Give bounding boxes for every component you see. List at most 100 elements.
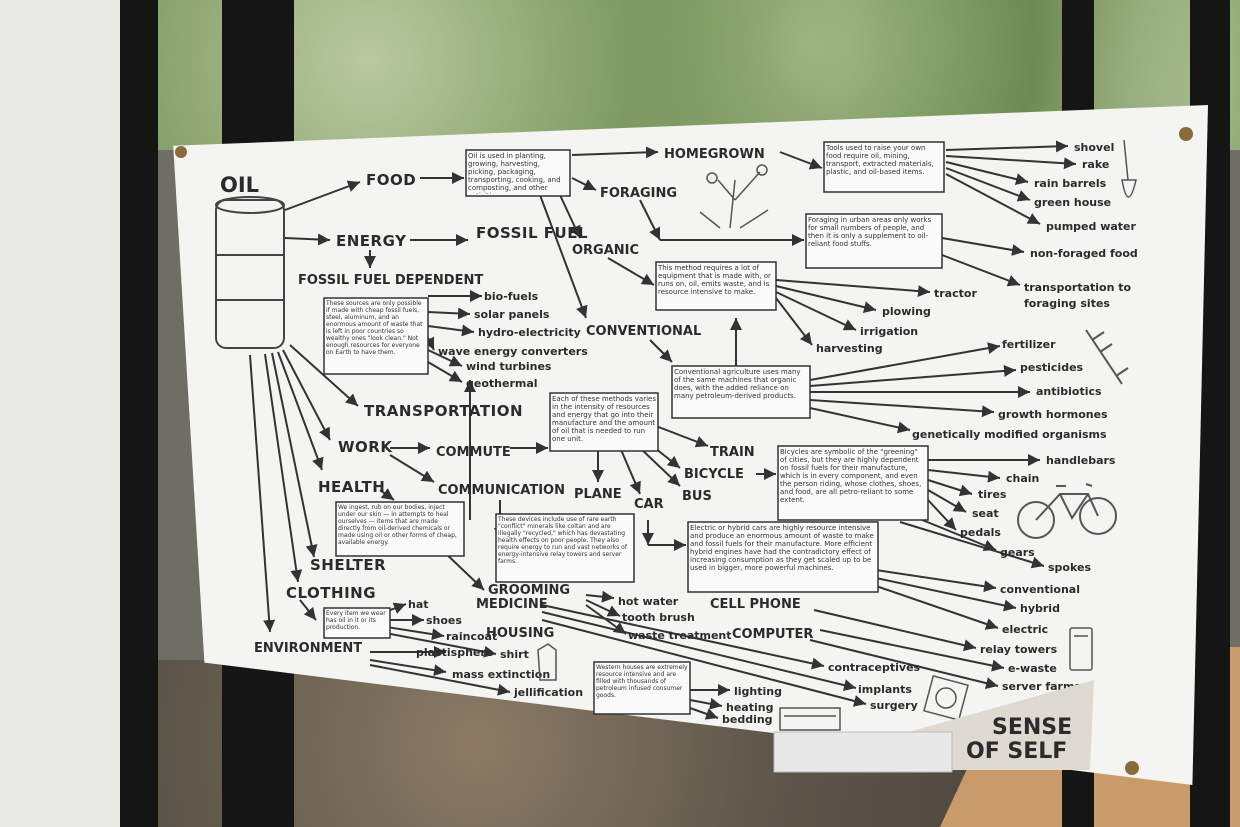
node-fossil-fuel: FOSSIL FUEL xyxy=(476,224,588,242)
of-self-label: OF SELF xyxy=(966,739,1067,764)
node-homegrown: HOMEGROWN xyxy=(664,147,765,162)
note-housing: Western houses are extremely resource in… xyxy=(596,664,688,699)
item-waste-treatment: waste treatment xyxy=(628,629,732,642)
item-irrigation: irrigation xyxy=(860,325,918,338)
node-car: CAR xyxy=(634,497,664,512)
item-fertilizer: fertilizer xyxy=(1002,338,1056,351)
item-shoes: shoes xyxy=(426,614,462,627)
item-surgery: surgery xyxy=(870,699,918,712)
note-organic: This method requires a lot of equipment … xyxy=(658,264,771,296)
item-rake: rake xyxy=(1082,158,1109,171)
fan-arrows xyxy=(379,140,1077,707)
note-food: Oil is used in planting, growing, harves… xyxy=(468,152,561,194)
item-hybrid: hybrid xyxy=(1020,602,1060,615)
bicycle-icon xyxy=(1017,483,1117,539)
node-organic: ORGANIC xyxy=(572,243,639,258)
item-conventional-car: conventional xyxy=(1000,583,1080,596)
item-tractor: tractor xyxy=(934,287,977,300)
item-tires: tires xyxy=(978,488,1007,501)
node-bus: BUS xyxy=(682,489,712,504)
item-rain-barrels: rain barrels xyxy=(1034,177,1107,190)
item-hat: hat xyxy=(408,598,429,611)
item-contraceptives: contraceptives xyxy=(828,661,921,674)
sense-label: SENSE xyxy=(992,715,1072,740)
node-communication: COMMUNICATION xyxy=(438,483,565,498)
item-pumped-water: pumped water xyxy=(1046,220,1137,233)
node-fossil-fuel-dependent: FOSSIL FUEL DEPENDENT xyxy=(298,273,483,288)
item-pesticides: pesticides xyxy=(1020,361,1084,374)
item-growth-hormones: growth hormones xyxy=(998,408,1108,421)
note-homegrown: Tools used to raise your own food requir… xyxy=(826,144,934,176)
node-work: WORK xyxy=(338,438,393,456)
item-harvesting: harvesting xyxy=(816,342,883,355)
note-communication: These devices include use of rare earth … xyxy=(498,516,627,565)
node-grooming: GROOMING xyxy=(488,583,570,598)
item-shovel: shovel xyxy=(1074,141,1114,154)
syringe-icon xyxy=(1085,329,1129,385)
note-car: Electric or hybrid cars are highly resou… xyxy=(690,524,874,572)
note-conventional: Conventional agriculture uses many of th… xyxy=(674,368,801,400)
note-clothing: Every item we wear has oil in it or its … xyxy=(326,610,386,631)
note-transportation: Each of these methods varies in the inte… xyxy=(552,395,656,443)
item-jellification: jellification xyxy=(513,686,583,699)
item-wave-energy: wave energy converters xyxy=(438,345,588,358)
item-antibiotics: antibiotics xyxy=(1036,385,1102,398)
node-environment: ENVIRONMENT xyxy=(254,641,362,656)
node-commute: COMMUTE xyxy=(436,445,511,460)
plant-icon xyxy=(699,164,769,229)
item-gears: gears xyxy=(1000,546,1035,559)
node-train: TRAIN xyxy=(710,445,755,460)
item-tooth-brush: tooth brush xyxy=(622,611,695,624)
item-handlebars: handlebars xyxy=(1046,454,1116,467)
item-spokes: spokes xyxy=(1048,561,1091,574)
frame-pole-left xyxy=(120,0,158,827)
node-food: FOOD xyxy=(366,171,416,189)
node-bicycle: BICYCLE xyxy=(684,467,744,482)
item-wind-turbines: wind turbines xyxy=(466,360,552,373)
item-geothermal: geothermal xyxy=(466,377,538,390)
item-foraging-sites: foraging sites xyxy=(1024,297,1110,310)
item-electric: electric xyxy=(1002,623,1048,636)
item-shirt: shirt xyxy=(500,648,529,661)
node-housing: HOUSING xyxy=(486,626,554,641)
item-plastisphere: plastisphere xyxy=(416,646,493,659)
item-bio-fuels: bio-fuels xyxy=(484,290,539,303)
node-transportation: TRANSPORTATION xyxy=(364,402,523,420)
item-hydro-electricity: hydro-electricity xyxy=(478,326,581,339)
condom-icon xyxy=(923,675,969,721)
item-solar-panels: solar panels xyxy=(474,308,550,321)
arrows xyxy=(249,146,823,720)
sticker-label xyxy=(773,731,953,773)
title-oil: OIL xyxy=(220,173,259,197)
item-heating: heating xyxy=(726,701,773,714)
banner-grommet-icon xyxy=(1179,127,1193,141)
note-energy: These sources are only possible if made … xyxy=(326,300,423,356)
bed-icon xyxy=(779,707,841,731)
node-plane: PLANE xyxy=(574,487,622,502)
item-hot-water: hot water xyxy=(618,595,679,608)
node-clothing: CLOTHING xyxy=(286,584,376,602)
item-seat: seat xyxy=(972,507,999,520)
oil-barrel-icon xyxy=(215,196,285,349)
banner-grommet-icon xyxy=(1125,761,1139,775)
shovel-icon xyxy=(1121,139,1137,198)
item-non-foraged-food: non-foraged food xyxy=(1030,247,1138,260)
node-energy: ENERGY xyxy=(336,232,407,250)
node-shelter: SHELTER xyxy=(310,556,386,574)
item-lighting: lighting xyxy=(734,685,782,698)
item-bedding: bedding xyxy=(722,713,773,726)
node-computer: COMPUTER xyxy=(732,627,813,642)
note-foraging: Foraging in urban areas only works for s… xyxy=(808,216,932,248)
item-raincoat: raincoat xyxy=(446,630,497,643)
node-conventional: CONVENTIONAL xyxy=(586,324,701,339)
node-medicine: MEDICINE xyxy=(476,597,548,612)
item-gmo: genetically modified organisms xyxy=(912,428,1107,441)
item-pedals: pedals xyxy=(960,526,1001,539)
item-mass-extinction: mass extinction xyxy=(452,668,550,681)
item-chain: chain xyxy=(1006,472,1039,485)
item-transportation-to: transportation to xyxy=(1024,281,1132,294)
item-implants: implants xyxy=(858,683,912,696)
note-health: We ingest, rub on our bodies, inject und… xyxy=(338,504,457,546)
note-bicycle: Bicycles are symbolic of the "greening" … xyxy=(780,448,922,504)
node-foraging: FORAGING xyxy=(600,186,677,201)
